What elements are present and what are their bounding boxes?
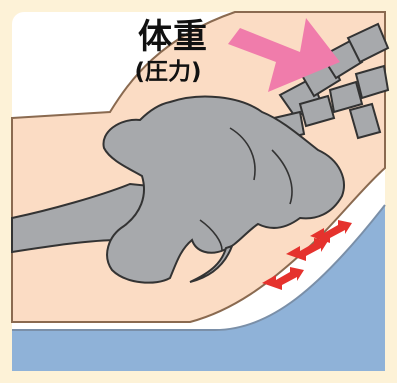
body-weight-label: 体重 (128, 18, 218, 56)
pressure-label: (圧力) (112, 58, 224, 86)
